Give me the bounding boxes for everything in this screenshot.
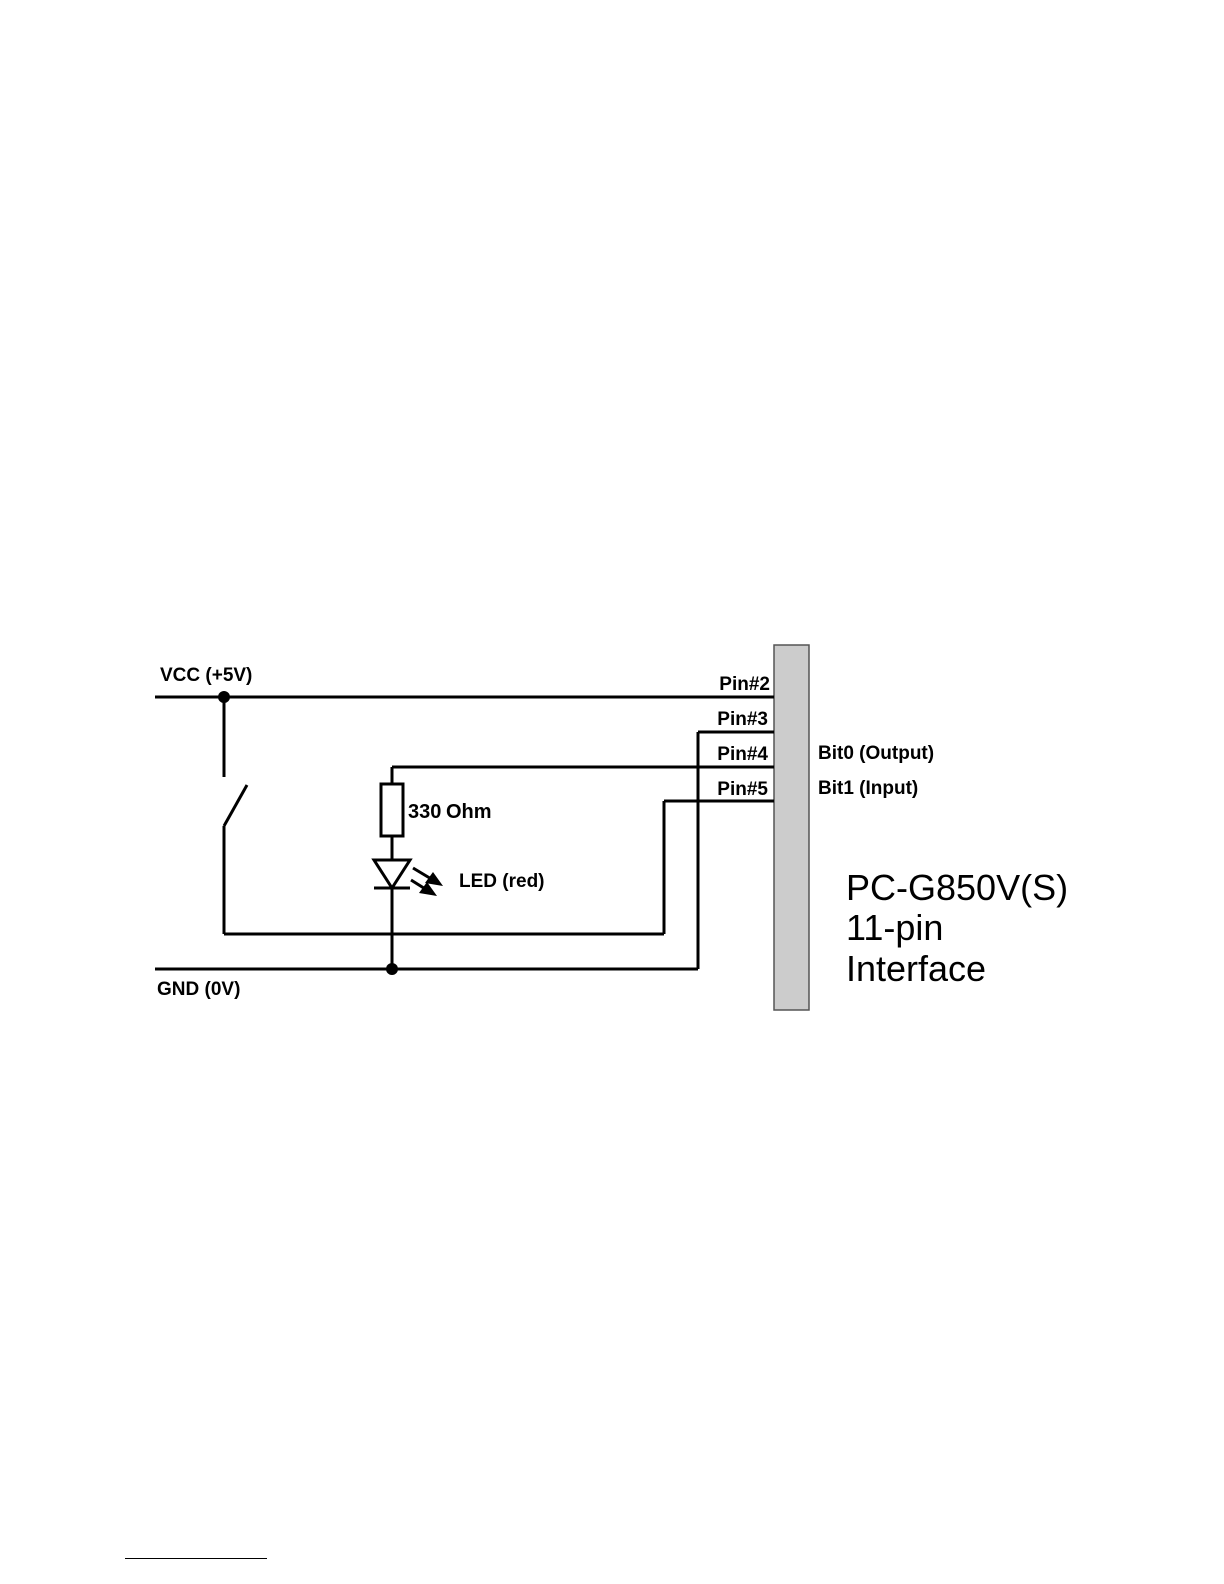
resistor-value-label: 330 bbox=[408, 801, 441, 823]
pin5-label: Pin#5 bbox=[717, 779, 768, 800]
bit1-label: Bit1 (Input) bbox=[818, 778, 918, 799]
interface-title-line3: Interface bbox=[846, 948, 986, 989]
led-label: LED (red) bbox=[459, 871, 545, 892]
led-symbol bbox=[374, 860, 410, 888]
resistor-unit-label: Ohm bbox=[446, 801, 492, 823]
bit0-label: Bit0 (Output) bbox=[818, 743, 934, 764]
gnd-label: GND (0V) bbox=[157, 979, 240, 1000]
interface-title-line2: 11-pin bbox=[846, 907, 943, 948]
pin3-label: Pin#3 bbox=[717, 709, 768, 730]
footnote-separator bbox=[125, 1558, 267, 1559]
pin4-label: Pin#4 bbox=[717, 744, 768, 765]
switch-blade bbox=[224, 785, 247, 826]
gnd-junction-dot bbox=[386, 963, 398, 975]
vcc-label: VCC (+5V) bbox=[160, 665, 252, 686]
interface-connector bbox=[774, 645, 809, 1010]
interface-title-line1: PC-G850V(S) bbox=[846, 867, 1068, 908]
led-light-arrows-icon bbox=[411, 868, 443, 896]
pin2-label: Pin#2 bbox=[719, 674, 770, 695]
resistor-symbol bbox=[381, 784, 403, 836]
